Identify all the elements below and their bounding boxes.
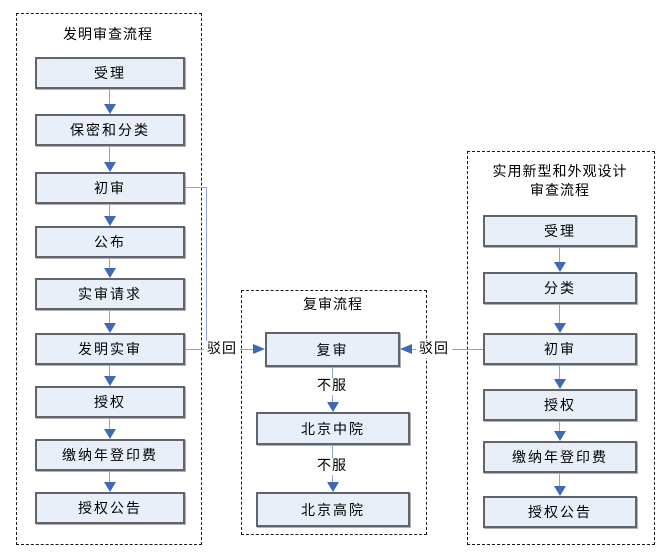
flow-node-annual-fee-payment: 缴纳年登印费 xyxy=(35,439,185,471)
invention-flow-title: 发明审查流程 xyxy=(63,27,153,43)
flow-arrow-line xyxy=(109,89,110,104)
flow-arrow-line xyxy=(109,204,110,216)
arrow-down-icon xyxy=(554,486,566,496)
reexam-flow-panel xyxy=(241,290,427,535)
flow-arrow-line xyxy=(559,247,560,262)
flow-arrow-line xyxy=(109,146,110,162)
arrow-down-icon xyxy=(554,431,566,441)
flow-node-label: 受理 xyxy=(544,224,576,240)
flow-arrow-line xyxy=(109,365,110,376)
arrow-down-icon xyxy=(327,482,339,492)
flow-arrow-line xyxy=(559,421,560,431)
flow-node-grant: 授权 xyxy=(35,386,185,418)
flow-node-classification: 分类 xyxy=(483,272,637,304)
flow-arrow-line xyxy=(109,471,110,482)
flow-node-substantive-exam-request: 实审请求 xyxy=(35,278,185,310)
flow-node-label: 授权公告 xyxy=(78,501,142,517)
flow-node-beijing-intermediate-court: 北京中院 xyxy=(256,412,410,445)
flow-node-annual-fee-payment-utility: 缴纳年登印费 xyxy=(483,441,637,473)
arrow-down-icon xyxy=(554,379,566,389)
flow-node-label: 公布 xyxy=(94,235,126,251)
flow-node-preliminary-exam: 初审 xyxy=(35,172,185,204)
flow-node-beijing-high-court: 北京高院 xyxy=(256,492,410,527)
flow-arrow-line xyxy=(559,304,560,323)
flow-node-acceptance-utility: 受理 xyxy=(483,215,637,247)
flow-node-label: 授权公告 xyxy=(528,505,592,521)
arrow-down-icon xyxy=(104,429,116,439)
arrow-down-icon xyxy=(104,162,116,172)
arrow-down-icon xyxy=(104,268,116,278)
reject-label-right: 驳回 xyxy=(416,341,452,358)
flow-node-label: 实审请求 xyxy=(78,287,142,303)
flow-node-preliminary-exam-utility: 初审 xyxy=(483,333,637,365)
arrow-down-icon xyxy=(554,323,566,333)
reexam-flow-title: 复审流程 xyxy=(303,297,363,313)
flow-node-grant-utility: 授权 xyxy=(483,389,637,421)
flow-node-label: 复审 xyxy=(316,342,349,359)
flow-arrow-line xyxy=(109,310,110,323)
arrow-down-icon xyxy=(327,402,339,412)
flow-node-label: 初审 xyxy=(94,181,126,197)
arrow-down-icon xyxy=(104,323,116,333)
arrow-down-icon xyxy=(104,376,116,386)
utility-design-flow-title-line1: 实用新型和外观设计 xyxy=(492,164,628,180)
flow-arrow-line xyxy=(109,418,110,429)
flow-arrow-line xyxy=(559,365,560,379)
appeal-label: 不服 xyxy=(314,458,350,475)
arrow-down-icon xyxy=(104,104,116,114)
flow-node-label: 北京高院 xyxy=(301,502,365,519)
flow-node-reexamination: 复审 xyxy=(265,332,400,367)
arrow-down-icon xyxy=(104,216,116,226)
connector-preliminary-exam-stub xyxy=(185,187,207,188)
reject-label-left: 驳回 xyxy=(204,341,240,358)
flow-node-label: 保密和分类 xyxy=(70,123,150,139)
invention-flow-panel xyxy=(16,13,202,545)
utility-design-flow-panel xyxy=(467,151,655,545)
flow-node-label: 授权 xyxy=(544,398,576,414)
arrow-left-icon xyxy=(400,344,412,354)
arrow-right-icon xyxy=(253,344,265,354)
utility-design-flow-title-line2: 审查流程 xyxy=(530,183,590,199)
arrow-down-icon xyxy=(104,482,116,492)
flow-node-acceptance: 受理 xyxy=(35,57,185,89)
flow-node-label: 授权 xyxy=(94,395,126,411)
flow-node-label: 受理 xyxy=(94,66,126,82)
flow-node-invention-substantive-exam: 发明实审 xyxy=(35,333,185,365)
flow-arrow-line xyxy=(559,473,560,486)
flow-arrow-line xyxy=(109,258,110,268)
flow-node-label: 发明实审 xyxy=(78,342,142,358)
flow-node-label: 分类 xyxy=(544,281,576,297)
flow-node-confidentiality-classification: 保密和分类 xyxy=(35,114,185,146)
flow-node-label: 北京中院 xyxy=(301,421,365,438)
flow-node-grant-announcement: 授权公告 xyxy=(35,492,185,524)
flow-node-label: 缴纳年登印费 xyxy=(512,450,608,466)
flow-node-grant-announcement-utility: 授权公告 xyxy=(483,496,637,528)
flow-node-label: 初审 xyxy=(544,342,576,358)
flow-node-publication: 公布 xyxy=(35,226,185,258)
flow-node-label: 缴纳年登印费 xyxy=(62,448,158,464)
appeal-label: 不服 xyxy=(314,378,350,395)
arrow-down-icon xyxy=(554,262,566,272)
connector-preliminary-exam-drop xyxy=(206,187,207,350)
